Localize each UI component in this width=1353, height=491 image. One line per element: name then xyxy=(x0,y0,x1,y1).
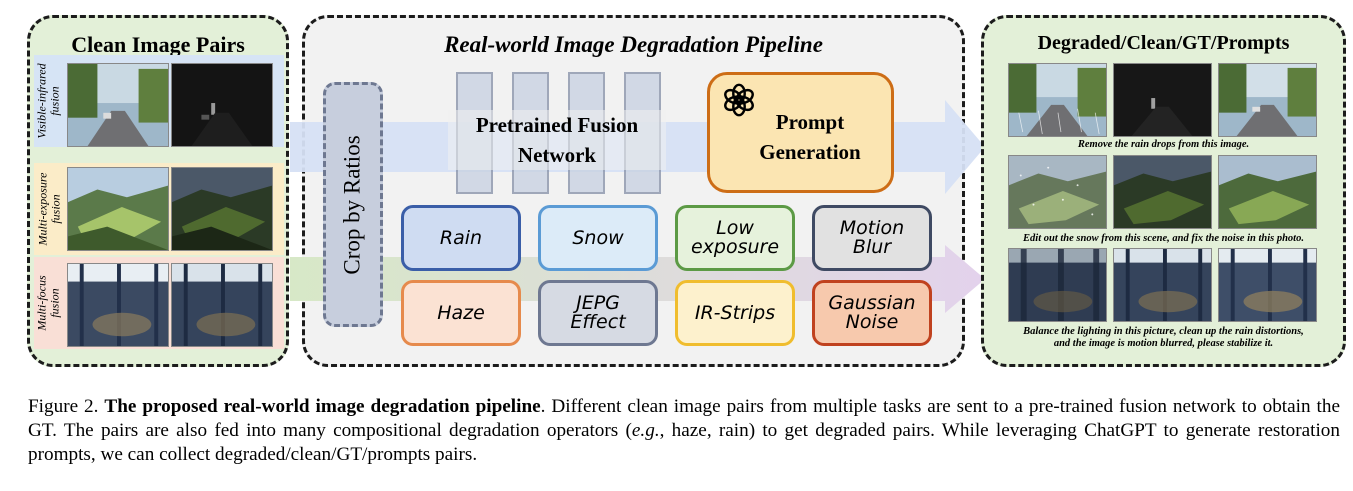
gt-road-image xyxy=(1218,63,1317,137)
degraded-blur-image xyxy=(1008,248,1107,322)
left-panel-title: Clean Image Pairs xyxy=(71,32,245,57)
prompt-caption-1: Remove the rain drops from this image. xyxy=(1077,139,1250,150)
ir-strips-operator: IR-Strips xyxy=(675,280,795,346)
snow-operator: Snow xyxy=(538,205,658,271)
prompt-caption-3: Balance the lighting in this picture, cl… xyxy=(1023,326,1304,349)
degraded-rain-image xyxy=(1008,63,1107,137)
gt-fence-image xyxy=(1218,248,1317,322)
clean-under-exposed-image xyxy=(1113,155,1212,229)
right-panel-title: Degraded/Clean/GT/Prompts xyxy=(1037,32,1290,54)
clean-infrared-image xyxy=(1113,63,1212,137)
clean-focus-image xyxy=(1113,248,1212,322)
haze-operator: Haze xyxy=(401,280,521,346)
far-focus-image xyxy=(171,263,273,347)
visible-road-image xyxy=(67,63,169,147)
rain-operator: Rain xyxy=(401,205,521,271)
prompt-caption-2: Edit out the snow from this scene, and f… xyxy=(1023,233,1304,244)
infrared-road-image xyxy=(171,63,273,147)
gt-landscape-image xyxy=(1218,155,1317,229)
under-exposed-landscape-image xyxy=(171,167,273,251)
chatgpt-logo-icon xyxy=(724,83,754,117)
degraded-snow-image xyxy=(1008,155,1107,229)
crop-by-ratios-label: Crop by Ratios xyxy=(340,134,365,275)
middle-panel-title: Real-world Image Degradation Pipeline xyxy=(444,32,823,57)
crop-by-ratios-box: Crop by Ratios xyxy=(323,82,383,327)
over-exposed-landscape-image xyxy=(67,167,169,251)
figure-caption: Figure 2. The proposed real-world image … xyxy=(28,396,1340,465)
near-focus-image xyxy=(67,263,169,347)
